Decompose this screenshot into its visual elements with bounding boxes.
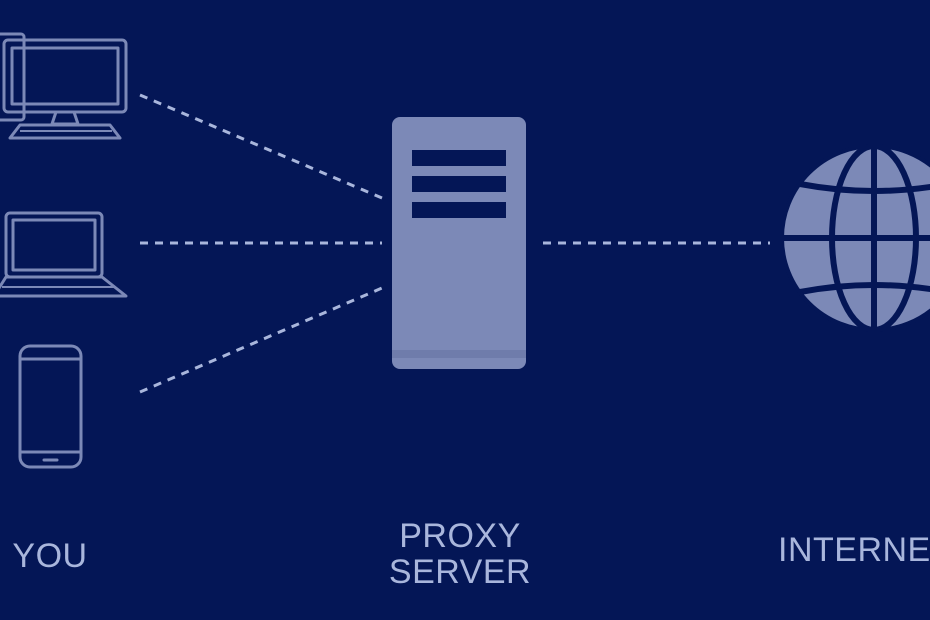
connector-desktop-proxy bbox=[139, 93, 383, 200]
label-proxy-server: PROXY SERVER bbox=[340, 518, 580, 590]
smartphone-icon bbox=[18, 344, 83, 469]
laptop-icon bbox=[0, 211, 128, 298]
label-you: YOU bbox=[12, 537, 88, 575]
globe-icon bbox=[780, 143, 930, 333]
server-icon bbox=[392, 117, 526, 369]
connector-phone-proxy bbox=[139, 286, 383, 394]
label-internet: INTERNET bbox=[778, 531, 930, 569]
desktop-icon bbox=[0, 32, 128, 140]
label-proxy-line2: SERVER bbox=[388, 553, 532, 591]
label-proxy-line1: PROXY bbox=[399, 517, 521, 555]
